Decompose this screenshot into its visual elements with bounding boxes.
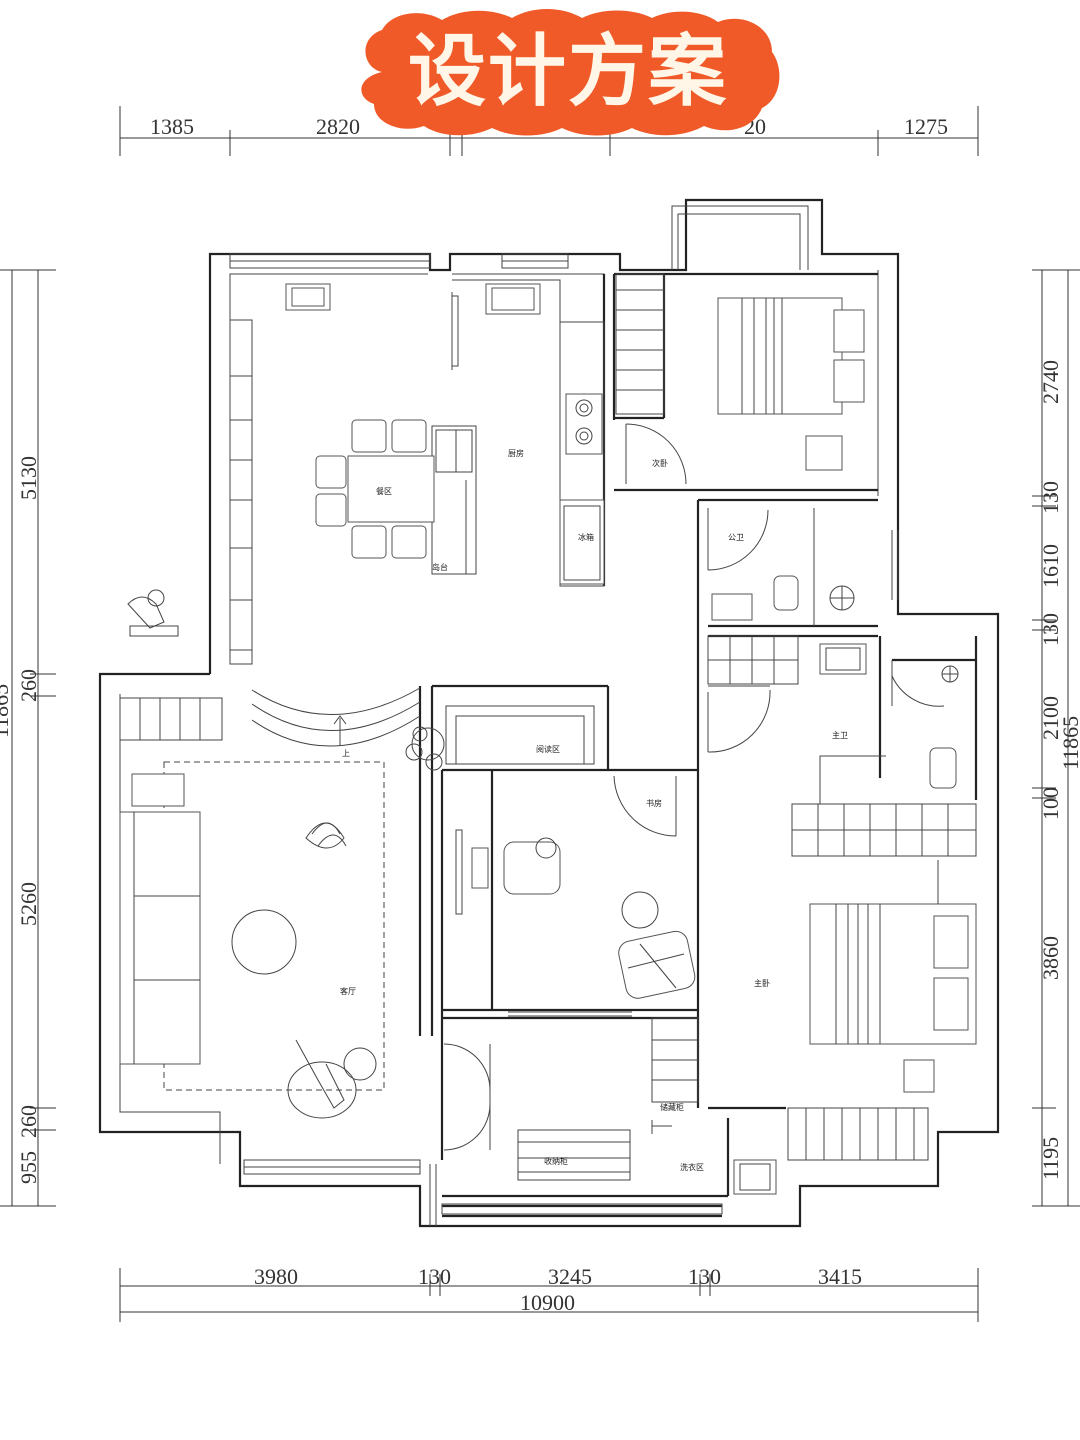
- windows: [229, 253, 899, 1226]
- living-room-furniture: [119, 726, 445, 1119]
- curved-partition: [251, 687, 421, 747]
- label-cabinet: 收纳柜: [544, 1156, 568, 1166]
- sliding-doors: [508, 1011, 632, 1017]
- dim-right-3: 1610: [1038, 544, 1063, 588]
- left-dimension: 5130 260 5260 260 955 11865: [0, 269, 56, 1207]
- dim-right-total: 11865: [1058, 716, 1080, 770]
- cabinets: [119, 273, 977, 1181]
- dim-right-5: 2100: [1038, 696, 1063, 740]
- dining-set: [315, 419, 435, 559]
- dim-left-2: 260: [16, 669, 41, 702]
- master-bedroom-furniture: [809, 860, 977, 1093]
- dim-bottom-5: 3415: [818, 1264, 862, 1289]
- dim-top-4: 1275: [904, 114, 948, 139]
- label-up: 上: [342, 749, 350, 758]
- label-living: 客厅: [340, 986, 356, 996]
- label-master-bedroom: 主卧: [754, 978, 770, 988]
- top-dimension: 1385 2820 20 1275: [119, 106, 979, 156]
- outer-walls: [98, 198, 1000, 1228]
- dim-top-1: 1385: [150, 114, 194, 139]
- dim-bottom-2: 130: [418, 1264, 451, 1289]
- label-second-bedroom: 次卧: [652, 458, 668, 468]
- label-counter: 岛台: [432, 562, 448, 572]
- dim-right-6: 100: [1038, 787, 1063, 820]
- second-bedroom-furniture: [625, 297, 865, 485]
- dim-left-3: 5260: [16, 882, 41, 926]
- title-banner: 设计方案: [352, 8, 784, 138]
- kitchen-fixtures: [285, 279, 605, 587]
- dim-bottom-4: 130: [688, 1264, 721, 1289]
- study-furniture: [455, 775, 696, 999]
- master-bath-fixtures: [707, 643, 959, 789]
- laundry-fixtures: [443, 1043, 777, 1195]
- dim-right-8: 1195: [1038, 1137, 1063, 1180]
- label-storage: 储藏柜: [660, 1102, 684, 1112]
- bottom-dimension: 3980 130 3245 130 3415 10900: [119, 1264, 979, 1322]
- dim-bottom-3: 3245: [548, 1264, 592, 1289]
- entry-figure: [127, 589, 179, 637]
- dim-right-1: 2740: [1038, 360, 1063, 404]
- label-study: 书房: [646, 798, 662, 808]
- label-laundry: 洗衣区: [680, 1162, 704, 1172]
- dim-right-7: 3860: [1038, 936, 1063, 980]
- public-bath-fixtures: [707, 508, 855, 626]
- label-public-bath: 公卫: [728, 533, 744, 542]
- dim-right-4: 130: [1038, 613, 1063, 646]
- dim-bottom-1: 3980: [254, 1264, 298, 1289]
- dim-left-4: 260: [16, 1105, 41, 1138]
- label-master-bath: 主卫: [832, 730, 848, 740]
- right-dimension: 2740 130 1610 130 2100 100 3860 1195 118…: [1032, 269, 1080, 1207]
- label-dining: 餐区: [376, 487, 392, 496]
- label-kitchen: 厨房: [508, 448, 524, 458]
- dim-left-5: 955: [16, 1151, 41, 1184]
- dim-bottom-total: 10900: [520, 1290, 575, 1315]
- banner-background: [361, 9, 780, 136]
- label-reading: 阅读区: [536, 744, 560, 754]
- room-labels: 餐区 厨房 冰箱 岛台 次卧 公卫 主卫 客厅 阅读区 书房 主卧 储藏柜 洗衣…: [340, 448, 848, 1172]
- label-fridge: 冰箱: [578, 532, 594, 542]
- dim-right-2: 130: [1038, 481, 1063, 514]
- dim-top-2: 2820: [316, 114, 360, 139]
- banner-title: 设计方案: [407, 27, 728, 117]
- dim-left-1: 5130: [16, 456, 41, 500]
- dim-left-total: 11865: [0, 684, 13, 738]
